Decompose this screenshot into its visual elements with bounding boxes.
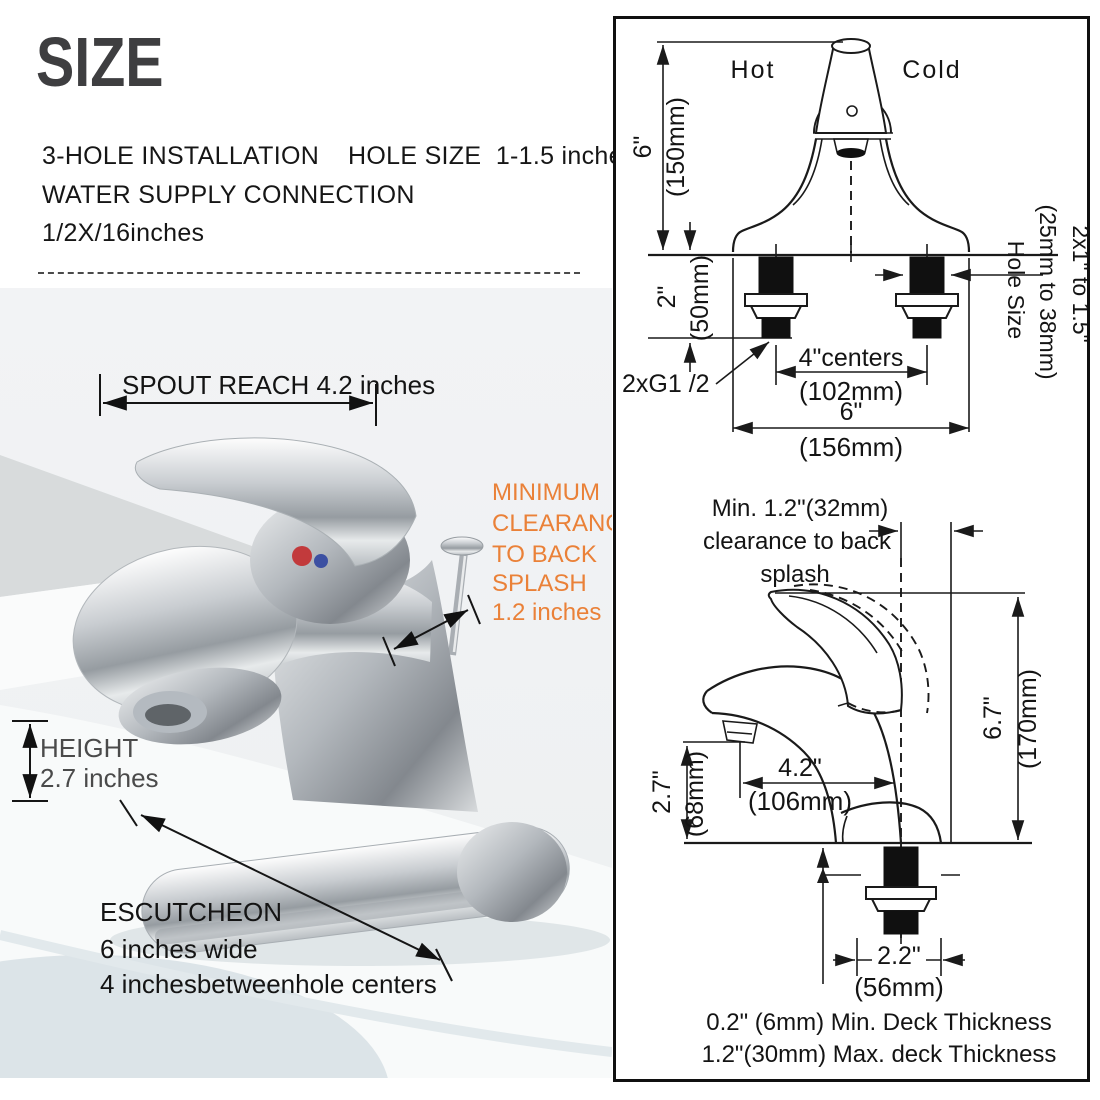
faucet-base-cap — [457, 822, 567, 922]
faucet-aerator — [145, 704, 191, 726]
clearance-label-4: SPLASH — [492, 570, 587, 597]
spec-line-installation: 3-HOLE INSTALLATION HOLE SIZE 1-1.5 inch… — [42, 142, 636, 170]
hole-size-line2: (25mm to 38mm) — [1035, 204, 1061, 379]
technical-drawings: Hot Cold — [622, 38, 1094, 1068]
escutcheon-label-1: ESCUTCHEON — [100, 897, 282, 927]
deck-min-label: 0.2" (6mm) Min. Deck Thickness — [706, 1009, 1052, 1036]
right-shank — [895, 256, 959, 339]
clearance-annotation: MINIMUM CLEARANCE TO BACK SPLASH 1.2 inc… — [382, 479, 612, 667]
hole-size-line1: 2x1" to 1.5" — [1068, 225, 1087, 342]
front-view-dimensions: 6" (150mm) 2" (50mm) 2x1" to 1.5" (25mm … — [622, 41, 1094, 462]
overall-width-mm: (156mm) — [799, 432, 903, 462]
front-height-mm: (150mm) — [662, 97, 690, 197]
hot-indicator-dot — [292, 546, 312, 566]
photo-annotations: SPOUT REACH 4.2 inches MINIMUM CLEARANCE… — [12, 370, 612, 999]
base-width-mm: (56mm) — [854, 972, 944, 1002]
centers-mm: (102mm) — [799, 376, 903, 406]
front-view-drawing: Hot Cold — [622, 38, 1094, 462]
sink-basin — [0, 955, 388, 1078]
faucet-handle-lever — [135, 437, 417, 567]
faucet-side-outline — [702, 583, 943, 844]
clearance-label-1: MINIMUM — [492, 479, 600, 506]
clearance-arrow — [393, 609, 469, 650]
shank-length-in: 2" — [653, 286, 681, 309]
spec-line-connection-size: 1/2X/16inches — [42, 219, 205, 247]
side-clearance-line3: splash — [760, 561, 829, 588]
height-label-1: HEIGHT — [40, 733, 138, 763]
overall-width-in: 6" — [840, 398, 863, 426]
spec-line-water-supply: WATER SUPPLY CONNECTION — [42, 181, 415, 209]
shank-length-mm: (50mm) — [686, 255, 714, 341]
page-title: SIZE — [36, 23, 164, 101]
cold-label: Cold — [902, 56, 961, 84]
escutcheon-annotation: ESCUTCHEON 6 inches wide 4 inchesbetween… — [100, 799, 453, 999]
spout-reach-label: SPOUT REACH 4.2 inches — [122, 370, 435, 400]
cold-indicator-dot — [314, 554, 328, 568]
reach-mm: (106mm) — [748, 786, 852, 816]
dashed-divider — [38, 272, 580, 274]
overall-height-in: 6.7" — [979, 696, 1007, 740]
side-clearance-line2: clearance to back — [703, 528, 892, 555]
side-clearance-line1: Min. 1.2"(32mm) — [712, 495, 889, 522]
faucet-front-outline — [731, 38, 971, 262]
escutcheon-label-2: 6 inches wide — [100, 934, 258, 964]
escutcheon-label-3: 4 inchesbetweenhole centers — [100, 969, 437, 999]
product-photo: SPOUT REACH 4.2 inches MINIMUM CLEARANCE… — [0, 288, 612, 1078]
spout-height-mm: (68mm) — [681, 751, 709, 837]
clearance-label-2: CLEARANCE — [492, 510, 612, 537]
base-width-in: 2.2" — [877, 942, 921, 970]
deck-max-label: 1.2"(30mm) Max. deck Thickness — [702, 1041, 1057, 1068]
clearance-label-3: TO BACK — [492, 541, 597, 568]
centers-in: 4"centers — [799, 344, 904, 372]
height-label-2: 2.7 inches — [40, 763, 159, 793]
side-view-drawing: Min. 1.2"(32mm) clearance to back splash — [648, 495, 1056, 1068]
hot-label: Hot — [731, 56, 776, 84]
clearance-label-5: 1.2 inches — [492, 599, 601, 626]
overall-height-mm: (170mm) — [1014, 669, 1042, 769]
side-shank — [865, 846, 937, 952]
spout-height-in: 2.7" — [648, 770, 676, 814]
hole-size-line3: Hole Size — [1003, 241, 1029, 339]
escutcheon-arrow — [140, 814, 441, 961]
front-height-in: 6" — [629, 136, 657, 159]
reach-in: 4.2" — [778, 754, 822, 782]
spout-reach-dimension: SPOUT REACH 4.2 inches — [99, 370, 435, 426]
dimension-panel: Hot Cold — [613, 16, 1094, 1082]
left-shank — [744, 256, 808, 339]
height-dimension: HEIGHT 2.7 inches — [12, 720, 159, 802]
thread-label: 2xG1 /2 — [622, 370, 710, 398]
